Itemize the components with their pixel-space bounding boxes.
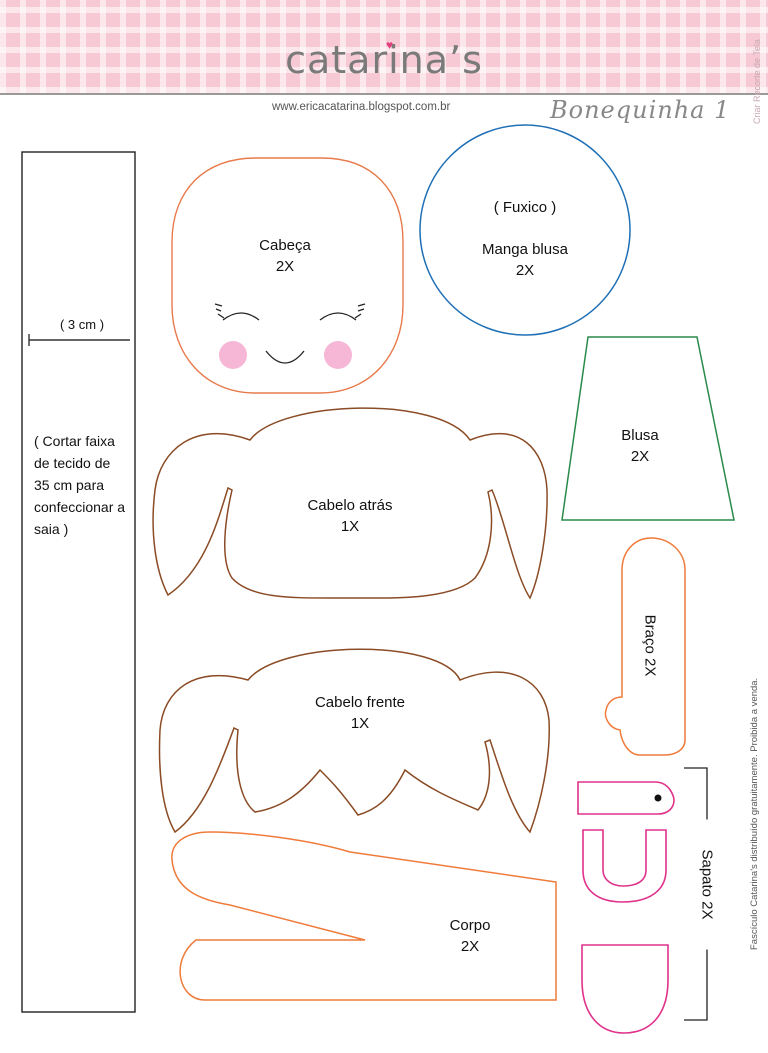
sleeve-circle [419,124,631,336]
head-qty: 2X [275,258,295,275]
sleeve-label: ( Fuxico ) Manga blusa 2X [460,197,590,281]
shoe-sole [581,944,669,1034]
arm-label: Braço 2X [641,614,659,677]
body-qty: 2X [460,938,480,955]
head-outline [171,157,404,394]
hair-front-name: Cabelo frente [314,694,406,711]
shoe-top-left [582,829,667,903]
hair-back-name: Cabelo atrás [307,497,393,514]
hair-front-qty: 1X [350,715,370,732]
head-name: Cabeça [259,237,311,254]
blouse-outline [561,336,735,521]
hair-back-qty: 1X [340,518,360,535]
website-url[interactable]: www.ericacatarina.blogspot.com.br [272,101,451,113]
distribution-notice: Fascículo Catarina's distribuído gratuit… [749,677,760,950]
brand-logo: catarina’s [285,38,483,82]
page-title: Bonequinha 1 [550,96,731,124]
sleeve-qty: 2X [515,262,535,279]
hair-front-label: Cabelo frente 1X [290,692,430,734]
strip-width-label: ( 3 cm ) [52,314,112,335]
body-name: Corpo [449,917,491,934]
heart-icon: ♥ [386,38,394,52]
shoe-button [654,794,662,802]
smile [265,350,305,364]
hair-back-outline [152,407,548,600]
head-label: Cabeça 2X [230,235,340,277]
skirt-strip-outline [21,151,136,1013]
closed-eyes [214,303,366,321]
right-cheek [324,341,352,369]
body-outline [171,831,557,1001]
header-banner [0,0,768,95]
blouse-name: Blusa [621,427,659,444]
hair-front-outline [158,648,550,834]
sleeve-name: Manga blusa [482,241,568,258]
hair-back-label: Cabelo atrás 1X [285,495,415,537]
left-cheek [219,341,247,369]
sleeve-note: ( Fuxico ) [493,199,557,216]
blouse-label: Blusa 2X [600,425,680,467]
body-label: Corpo 2X [430,915,510,957]
blouse-qty: 2X [630,448,650,465]
skirt-instruction: ( Cortar faixa de tecido de 35 cm para c… [34,433,126,537]
shoe-strap [577,781,675,815]
arm-outline [604,537,686,756]
shoe-label: Sapato 2X [696,819,718,950]
shoe-pieces [577,781,675,1034]
